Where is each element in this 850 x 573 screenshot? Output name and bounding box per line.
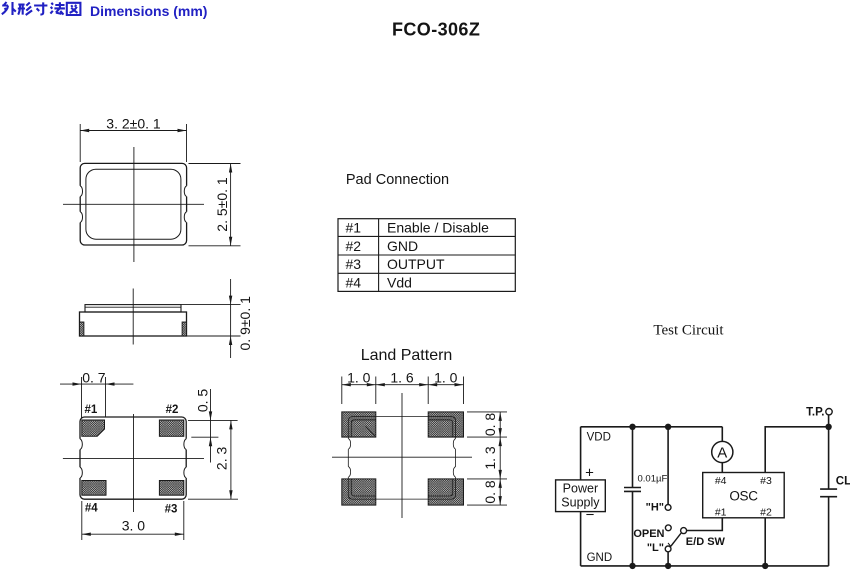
svg-text:0.01µF: 0.01µF xyxy=(638,474,668,485)
svg-text:OUTPUT: OUTPUT xyxy=(387,256,445,272)
svg-text:E/D SW: E/D SW xyxy=(686,536,726,548)
svg-text:Test Circuit: Test Circuit xyxy=(653,323,724,339)
svg-text:"L": "L" xyxy=(647,542,664,554)
svg-text:A: A xyxy=(717,445,727,462)
svg-text:GND: GND xyxy=(587,552,613,564)
svg-text:#3: #3 xyxy=(346,256,362,272)
svg-text:0. 9±0. 1: 0. 9±0. 1 xyxy=(237,296,253,351)
svg-text:#3: #3 xyxy=(760,475,772,487)
svg-text:VDD: VDD xyxy=(587,432,611,444)
svg-text:2. 5±0. 1: 2. 5±0. 1 xyxy=(214,177,230,232)
svg-text:#4: #4 xyxy=(85,503,98,515)
svg-text:#3: #3 xyxy=(165,504,178,516)
svg-text:Dimensions (mm): Dimensions (mm) xyxy=(90,3,207,19)
svg-text:#4: #4 xyxy=(346,274,362,290)
svg-text:#2: #2 xyxy=(166,404,179,416)
svg-text:1. 6: 1. 6 xyxy=(390,370,414,386)
svg-text:Supply: Supply xyxy=(561,496,600,510)
svg-text:0. 8: 0. 8 xyxy=(482,480,498,504)
svg-text:+: + xyxy=(585,465,594,482)
svg-text:T.P.: T.P. xyxy=(806,407,824,419)
svg-text:3. 0: 3. 0 xyxy=(122,518,146,534)
svg-text:#2: #2 xyxy=(346,238,362,254)
svg-text:1. 0: 1. 0 xyxy=(434,370,458,386)
svg-text:"H": "H" xyxy=(646,502,664,514)
svg-text:−: − xyxy=(586,507,595,524)
svg-text:Vdd: Vdd xyxy=(387,274,412,290)
svg-text:#4: #4 xyxy=(715,475,727,487)
svg-text:1. 3: 1. 3 xyxy=(482,446,498,470)
svg-text:CL: CL xyxy=(836,476,850,488)
svg-text:OSC: OSC xyxy=(729,489,758,504)
svg-text:0. 5: 0. 5 xyxy=(195,389,211,413)
svg-text:0. 8: 0. 8 xyxy=(482,413,498,437)
svg-text:FCO-306Z: FCO-306Z xyxy=(392,20,480,40)
svg-text:0. 7: 0. 7 xyxy=(82,370,106,386)
svg-text:Land Pattern: Land Pattern xyxy=(361,347,453,364)
svg-text:Pad Connection: Pad Connection xyxy=(346,172,449,188)
svg-text:Enable / Disable: Enable / Disable xyxy=(387,220,489,236)
svg-text:OPEN: OPEN xyxy=(633,528,664,540)
svg-text:1. 0: 1. 0 xyxy=(347,370,371,386)
svg-text:#1: #1 xyxy=(85,404,98,416)
svg-text:3. 2±0. 1: 3. 2±0. 1 xyxy=(106,116,161,132)
svg-text:#1: #1 xyxy=(346,220,362,236)
svg-text:GND: GND xyxy=(387,238,418,254)
svg-text:2. 3: 2. 3 xyxy=(214,447,230,471)
svg-text:#2: #2 xyxy=(760,507,772,519)
svg-text:#1: #1 xyxy=(715,507,727,519)
svg-text:Power: Power xyxy=(563,482,598,496)
